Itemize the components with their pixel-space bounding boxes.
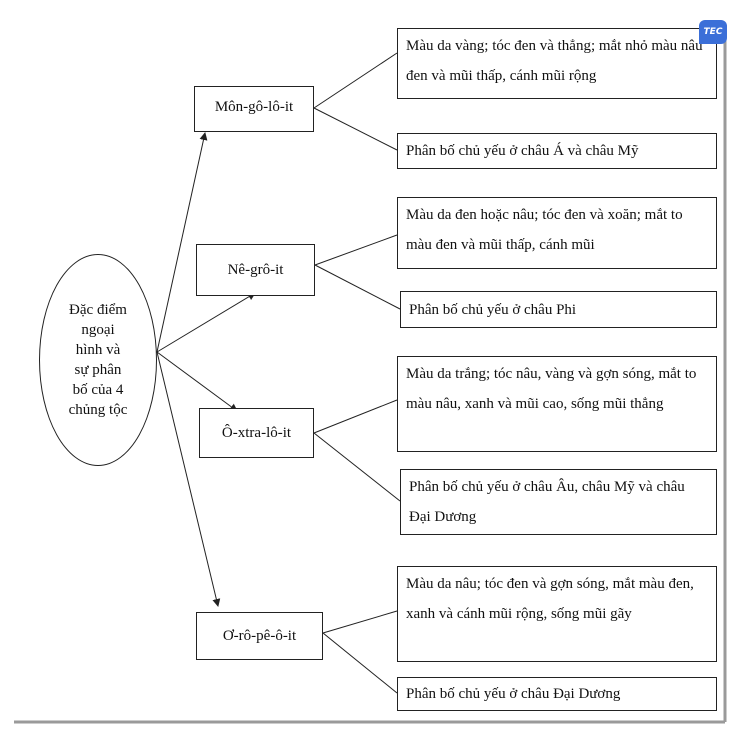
branch-3-appearance bbox=[313, 399, 398, 434]
logo-badge: TEC bbox=[699, 20, 727, 44]
center-ellipse: Đặc điểm ngoại hình và sự phân bố của 4 … bbox=[39, 254, 157, 466]
branch-4-appearance bbox=[322, 610, 398, 634]
distribution-box-1: Phân bố chủ yếu ở châu Á và châu Mỹ bbox=[397, 133, 717, 169]
center-line-5: bố của 4 bbox=[72, 382, 124, 398]
center-line-1: Đặc điểm bbox=[69, 302, 127, 318]
branch-3-distribution bbox=[313, 432, 401, 502]
arrow-to-race-3 bbox=[156, 351, 238, 412]
branch-2-distribution bbox=[314, 264, 401, 310]
appearance-box-1: Màu da vàng; tóc đen và thẳng; mắt nhỏ m… bbox=[397, 28, 717, 99]
center-line-6: chủng tộc bbox=[68, 402, 128, 418]
race-box-australoid: Ô-xtra-lô-it bbox=[199, 408, 314, 458]
center-line-3: hình và bbox=[75, 342, 121, 358]
branch-4-distribution bbox=[322, 632, 398, 694]
arrow-to-race-4 bbox=[156, 351, 221, 607]
center-line-4: sự phân bbox=[74, 362, 122, 378]
appearance-box-4: Màu da nâu; tóc đen và gợn sóng, mắt màu… bbox=[397, 566, 717, 662]
branch-1-distribution bbox=[313, 107, 398, 151]
distribution-box-3: Phân bố chủ yếu ở châu Âu, châu Mỹ và ch… bbox=[400, 469, 717, 535]
race-box-mongoloid: Môn-gô-lô-it bbox=[194, 86, 314, 132]
distribution-box-4: Phân bố chủ yếu ở châu Đại Dương bbox=[397, 677, 717, 711]
race-box-negroid: Nê-grô-it bbox=[196, 244, 315, 296]
branch-2-appearance bbox=[314, 234, 398, 266]
race-box-europoid: Ơ-rô-pê-ô-it bbox=[196, 612, 323, 660]
center-line-2: ngoại bbox=[81, 322, 115, 338]
branch-1-appearance bbox=[313, 52, 398, 109]
appearance-box-2: Màu da đen hoặc nâu; tóc đen và xoăn; mắ… bbox=[397, 197, 717, 269]
arrow-to-race-1 bbox=[156, 132, 208, 353]
distribution-box-2: Phân bố chủ yếu ở châu Phi bbox=[400, 291, 717, 328]
arrow-to-race-2 bbox=[156, 292, 256, 353]
appearance-box-3: Màu da trắng; tóc nâu, vàng và gợn sóng,… bbox=[397, 356, 717, 452]
